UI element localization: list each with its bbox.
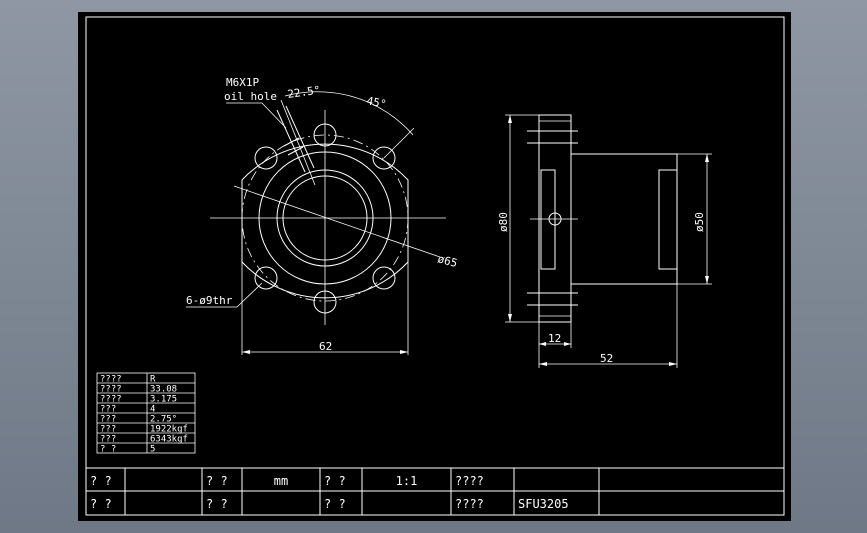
title-block-cell: ? ?: [206, 497, 228, 511]
angle-large-label: 45°: [365, 94, 387, 111]
thk-arrow-left: [539, 342, 546, 346]
spec-key: ????: [100, 385, 122, 395]
thk-arrow-right: [564, 342, 571, 346]
angle-small-label: 22.5°: [287, 83, 322, 100]
width-label: 62: [319, 340, 332, 353]
title-block-cell: ????: [455, 497, 484, 511]
spec-key: ???: [100, 425, 116, 435]
pcd-label: ø65: [436, 252, 459, 270]
spec-value: 6343kgf: [150, 435, 188, 445]
oil-hole-tick-1: [283, 137, 300, 147]
side-groove-left: [540, 169, 556, 270]
dia80-label: ø80: [497, 212, 510, 232]
oil-hole-tick-2: [287, 146, 304, 156]
spec-table: ???? R???? 33.08???? 3.175??? 4??? 2.75°??? 19…: [96, 372, 196, 455]
spec-value: R: [150, 375, 156, 385]
spec-key: ???: [100, 405, 116, 415]
title-block-cell: ? ?: [324, 497, 346, 511]
dia80-arrow-top: [508, 115, 512, 123]
title-block: ? ? ? ? mm ? ? 1:1???? ? ? ? ? ? ????? SFU3205: [85, 467, 784, 515]
center-line-diagonal: [233, 185, 441, 258]
angle-arc-large: [324, 91, 414, 136]
spec-value: 1922kgf: [150, 425, 188, 435]
title-block-cell: ? ?: [324, 474, 346, 488]
width-arrow-right: [400, 350, 408, 354]
thread-label: M6X1P: [226, 76, 259, 89]
spec-value: 4: [150, 405, 155, 415]
spec-value: 5: [150, 445, 155, 455]
title-block-cell: 1:1: [396, 474, 418, 488]
drawing-sheet: [78, 12, 791, 521]
spec-value: 33.08: [150, 385, 177, 395]
spec-key: ????: [100, 395, 122, 405]
dia50-label: ø50: [693, 212, 706, 232]
spec-key: ? ?: [100, 445, 116, 455]
len-arrow-left: [539, 362, 547, 366]
bolt-hole-upper-right: [372, 146, 396, 170]
width-arrow-left: [242, 350, 250, 354]
oil-hole-edge-1: [276, 109, 306, 173]
spec-value: 3.175: [150, 395, 177, 405]
dia50-arrow-top: [705, 154, 709, 162]
dia80-arrow-bottom: [508, 314, 512, 322]
spec-key: ???: [100, 415, 116, 425]
bolt-holes-leader: [186, 282, 263, 308]
thread-leader: [226, 102, 287, 129]
title-block-cell: mm: [274, 474, 288, 488]
oil-hole-edge-2: [285, 105, 315, 169]
oil-hole-axis: [280, 99, 316, 186]
title-block-cell: SFU3205: [518, 497, 569, 511]
bolt-holes-label: 6-ø9thr: [186, 294, 233, 307]
oil-hole-label: oil hole: [224, 90, 277, 103]
title-block-cell: ? ?: [206, 474, 228, 488]
spec-key: ????: [100, 375, 122, 385]
side-oil-hole: [548, 212, 562, 226]
len-label: 52: [600, 352, 613, 365]
side-view: ø80 ø50 12 52: [497, 114, 712, 368]
len-arrow-right: [669, 362, 677, 366]
angle-ext-right: [383, 127, 415, 159]
bolt-hole-upper-left: [254, 146, 278, 170]
thk-label: 12: [548, 332, 561, 345]
bolt-hole-lower-right: [372, 266, 396, 290]
side-groove-right: [658, 169, 678, 270]
bolt-hole-lower-left: [254, 266, 278, 290]
dia50-arrow-bottom: [705, 276, 709, 284]
spec-key: ???: [100, 435, 116, 445]
angle-arc-small: [284, 91, 326, 97]
title-block-cell: ? ?: [90, 497, 112, 511]
spec-value: 2.75°: [150, 415, 177, 425]
front-view: M6X1P oil hole 22.5° 45° ø65 6-ø9thr 62: [186, 76, 459, 355]
title-block-cell: ? ?: [90, 474, 112, 488]
title-block-cell: ????: [455, 474, 484, 488]
drawing-border: [85, 16, 785, 516]
